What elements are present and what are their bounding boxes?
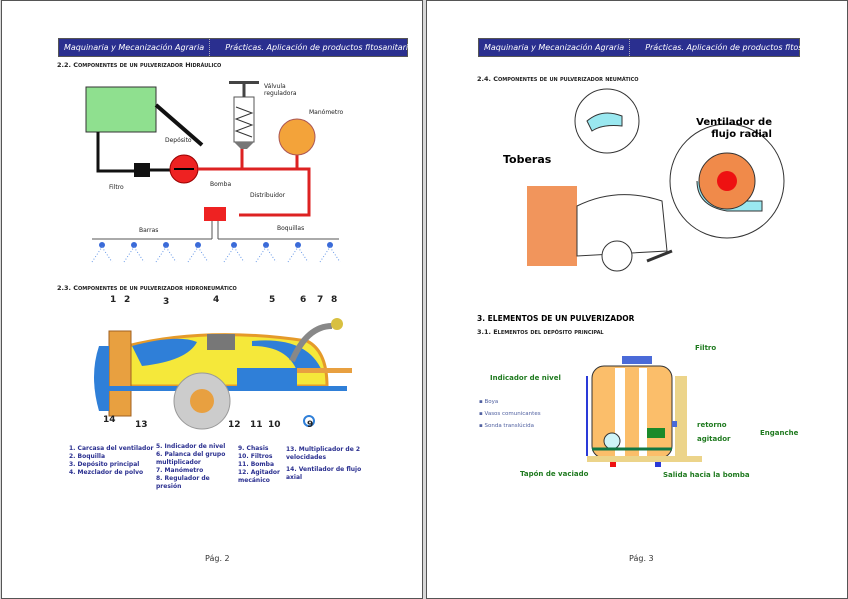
page-2: Maquinaria y Mecanización Agraria Prácti…: [1, 0, 423, 599]
legend-item: 1. Carcasa del ventilador: [69, 445, 154, 452]
legend-col-1: 1. Carcasa del ventilador 2. Boquilla 3.…: [69, 445, 155, 477]
legend-item: 9. Chasis: [238, 445, 269, 452]
legend-col-3: 9. Chasis 10. Filtros 11. Bomba 12. Agit…: [238, 445, 282, 485]
callout-13: 13: [135, 420, 148, 430]
hydropneumatic-diagram: [94, 318, 352, 430]
callout-9: 9: [307, 420, 314, 430]
label-boquillas: Boquillas: [277, 225, 305, 232]
bullet-text: Boya: [484, 399, 499, 405]
label-indicador: Indicador de nivel: [490, 374, 561, 382]
label-deposito: Depósito: [165, 137, 192, 144]
legend-item: 4. Mezclador de polvo: [69, 469, 144, 476]
callout-12: 12: [228, 420, 241, 430]
legend-item: 3. Depósito principal: [69, 461, 140, 468]
callout-7: 7: [317, 295, 324, 305]
label-bomba: Bomba: [210, 181, 232, 188]
header-right: Prácticas. Aplicación de productos fitos…: [225, 43, 418, 52]
label-ventilador: Ventilador de flujo radial: [696, 117, 772, 140]
label-filtro: Filtro: [109, 184, 124, 191]
legend-item: 13. Multiplicador de 2 velocidades: [286, 446, 361, 461]
callout-1: 1: [110, 295, 117, 305]
label-salida: Salida hacia la bomba: [663, 471, 750, 479]
legend-item: 11. Bomba: [238, 461, 275, 468]
label-tapon: Tapón de vaciado: [520, 470, 589, 478]
label-manometro: Manómetro: [309, 109, 344, 116]
callout-14: 14: [103, 415, 116, 425]
label-valvula: Válvula reguladora: [264, 83, 297, 97]
section-heading: 2.4. Componentes de un pulverizador neum…: [477, 75, 639, 83]
hydraulic-diagram: [84, 77, 360, 265]
page-3: Maquinaria y Mecanización Agraria Prácti…: [426, 0, 848, 599]
callout-8: 8: [331, 295, 338, 305]
callout-5: 5: [269, 295, 276, 305]
label-barras: Barras: [139, 227, 159, 234]
bullet-item: ▪ Sonda translúcida: [479, 423, 535, 429]
section-heading: 3.1. Elementos del depósito principal: [477, 328, 604, 336]
label-enganche: Enganche: [760, 429, 799, 437]
callout-3: 3: [163, 297, 170, 307]
legend-item: 10. Filtros: [238, 453, 273, 460]
section-heading: 2.3. Componentes de un pulverizador hidr…: [57, 284, 237, 292]
page-number: Pág. 2: [205, 554, 230, 563]
header-left: Maquinaria y Mecanización Agraria: [64, 43, 205, 52]
header-right: Prácticas. Aplicación de productos fitos…: [645, 43, 838, 52]
callout-2: 2: [124, 295, 131, 305]
label-toberas: Toberas: [503, 153, 552, 166]
callout-11: 11: [250, 420, 263, 430]
legend-item: 5. Indicador de nivel: [156, 443, 226, 450]
section-heading: 2.2. Componentes de un pulverizador Hidr…: [57, 61, 222, 69]
tank-diagram: [586, 356, 702, 467]
bullet-item: ▪ Boya: [479, 399, 499, 405]
callout-6: 6: [300, 295, 307, 305]
legend-col-2: 5. Indicador de nivel 6. Palanca del gru…: [156, 443, 236, 491]
callout-10: 10: [268, 420, 281, 430]
legend-item: 14. Ventilador de flujo axial: [286, 466, 362, 481]
legend-item: 6. Palanca del grupo multiplicador: [156, 451, 226, 466]
label-distribuidor: Distribuidor: [250, 192, 286, 199]
bullet-text: Sonda translúcida: [484, 423, 535, 429]
bullet-text: Vasos comunicantes: [484, 411, 541, 417]
page-number: Pág. 3: [629, 554, 654, 563]
label-filtro: Filtro: [695, 344, 717, 352]
legend-item: 12. Agitador mecánico: [238, 469, 281, 484]
page-header: Maquinaria y Mecanización Agraria Prácti…: [478, 38, 837, 57]
pneumatic-diagram: [527, 88, 785, 272]
label-agitador: agitador: [697, 435, 731, 443]
legend-item: 7. Manómetro: [156, 467, 204, 474]
section-heading: 3. ELEMENTOS DE UN PULVERIZADOR: [477, 314, 635, 323]
header-left: Maquinaria y Mecanización Agraria: [484, 43, 625, 52]
page-header: Maquinaria y Mecanización Agraria Prácti…: [58, 38, 417, 57]
legend-item: 8. Regulador de presión: [156, 475, 210, 490]
label-retorno: retorno: [697, 421, 727, 429]
callout-4: 4: [213, 295, 220, 305]
bullet-item: ▪ Vasos comunicantes: [479, 411, 541, 417]
legend-col-4: 13. Multiplicador de 2 velocidades 14. V…: [286, 446, 364, 482]
legend-item: 2. Boquilla: [69, 453, 106, 460]
